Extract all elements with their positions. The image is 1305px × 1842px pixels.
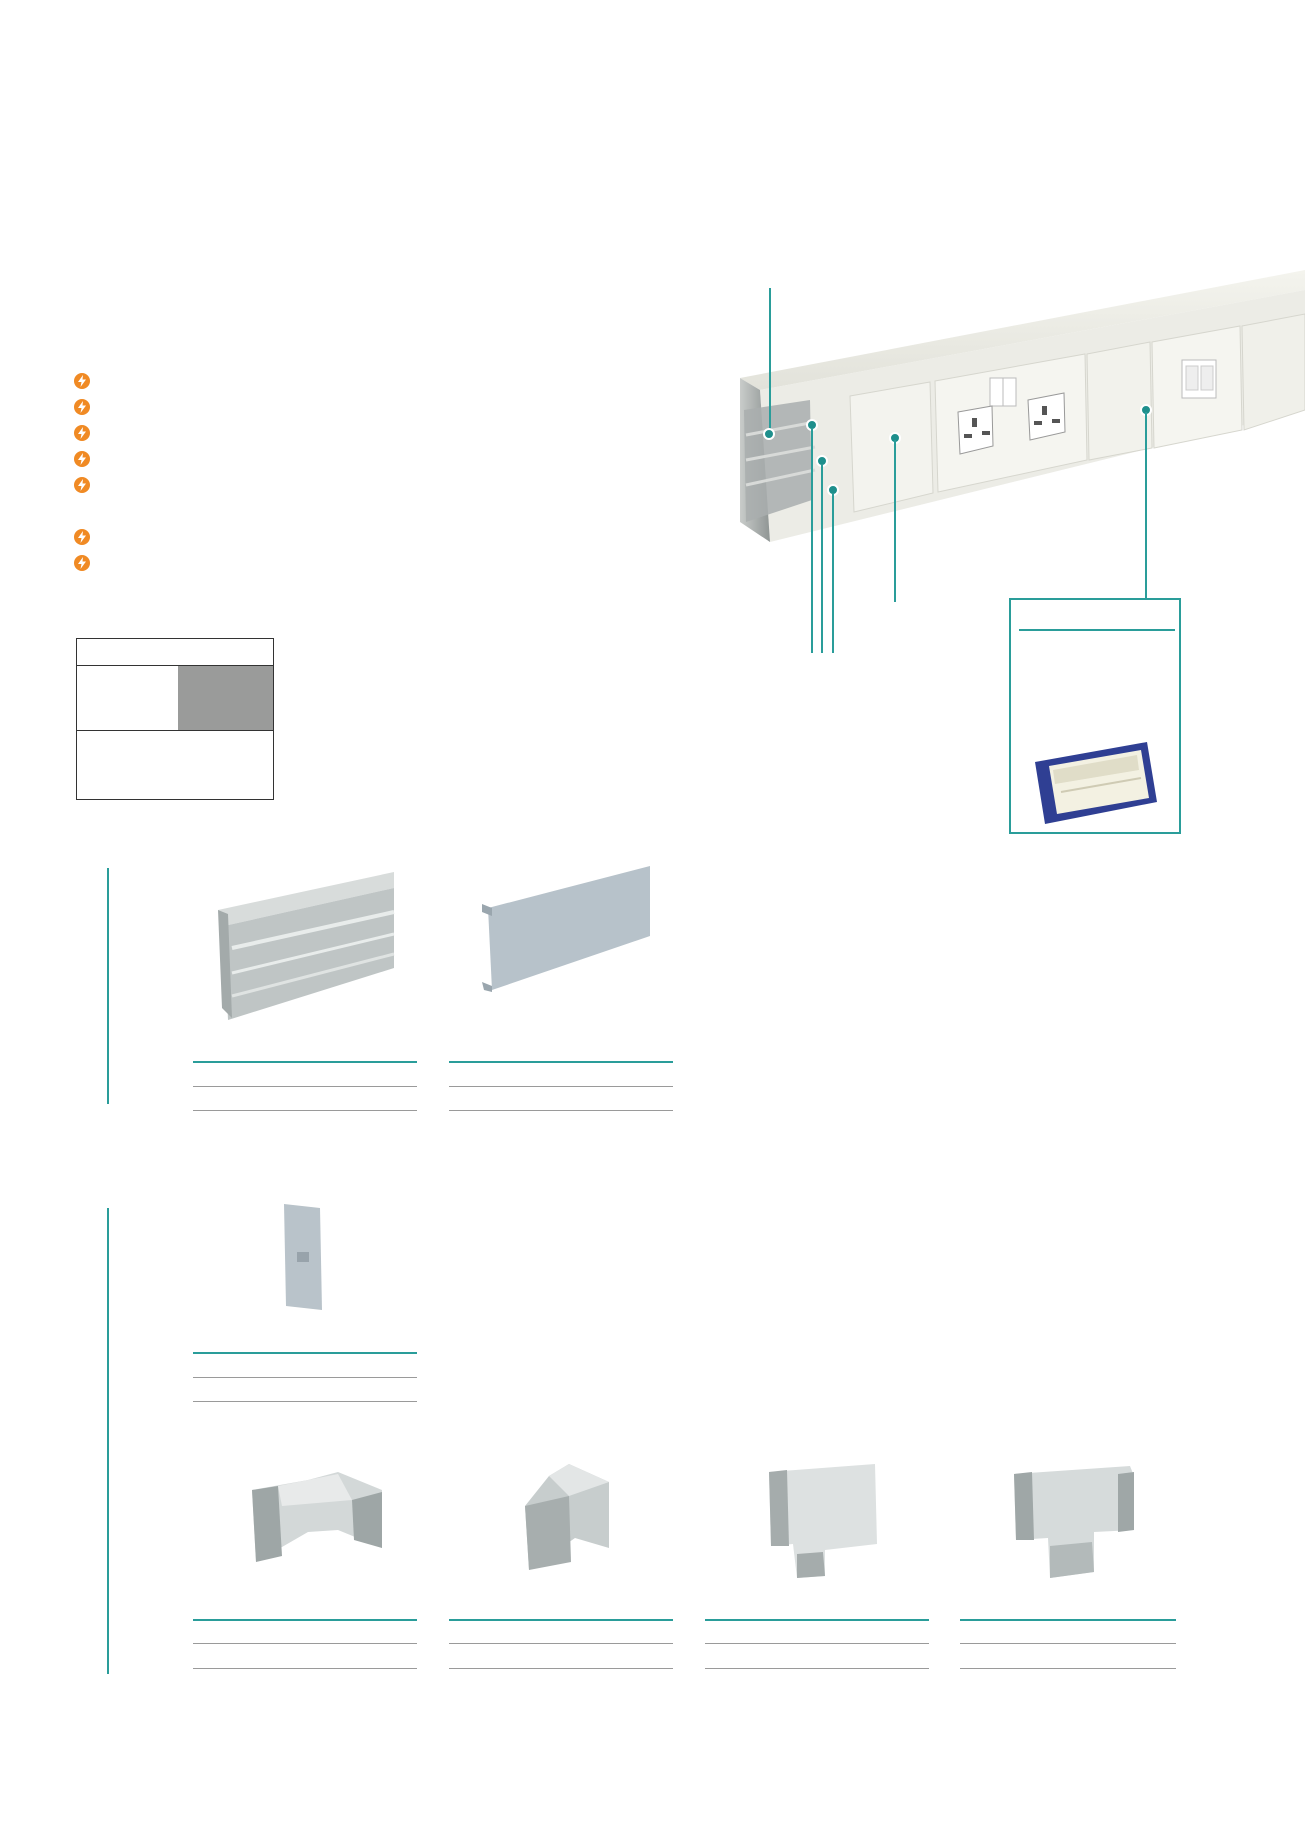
lightning-bolt-icon — [74, 373, 90, 389]
rule — [960, 1668, 1176, 1669]
rule — [449, 1110, 673, 1111]
rule — [193, 1086, 417, 1087]
section-bar — [107, 868, 109, 1104]
rule — [193, 1110, 417, 1111]
lightning-bolt-icon — [74, 425, 90, 441]
rule — [705, 1668, 929, 1669]
rule — [705, 1643, 929, 1644]
callout-line — [821, 465, 823, 653]
rule — [449, 1619, 673, 1621]
trunking-base-image — [218, 872, 395, 1020]
lightning-bolt-icon — [74, 477, 90, 493]
inset-box — [1009, 598, 1181, 834]
lightning-bolt-icon — [74, 399, 90, 415]
lightning-bolt-icon — [74, 529, 90, 545]
flat-tee-image — [1014, 1466, 1134, 1578]
rule — [449, 1061, 673, 1063]
internal-angle-image — [252, 1472, 382, 1562]
flat-angle-image — [769, 1464, 877, 1578]
external-angle-image — [525, 1464, 609, 1570]
mounting-box-illustration — [1035, 742, 1157, 824]
section-bar — [107, 1208, 109, 1674]
rule — [193, 1643, 417, 1644]
lightning-bolt-icon — [74, 555, 90, 571]
rule — [449, 1643, 673, 1644]
colour-swatch-grey — [178, 666, 273, 730]
rule — [193, 1401, 417, 1402]
rule — [705, 1619, 929, 1621]
rule — [193, 1061, 417, 1063]
lightning-bolt-icon — [74, 451, 90, 467]
rule — [193, 1377, 417, 1378]
rule — [449, 1086, 673, 1087]
trunking-lid-image — [482, 866, 650, 992]
rule — [960, 1643, 1176, 1644]
callout-line — [1145, 412, 1147, 598]
callout-line — [811, 429, 813, 653]
callout-line — [894, 440, 896, 602]
rule — [193, 1352, 417, 1354]
clip-plate-image — [284, 1204, 322, 1310]
rule — [193, 1619, 417, 1621]
callout-dot — [763, 428, 775, 440]
rule — [449, 1668, 673, 1669]
spec-table — [76, 638, 274, 800]
callout-line — [832, 494, 834, 653]
rule — [960, 1619, 1176, 1621]
callout-line — [769, 288, 771, 434]
rule — [193, 1668, 417, 1669]
trunking-illustration — [740, 270, 1305, 542]
